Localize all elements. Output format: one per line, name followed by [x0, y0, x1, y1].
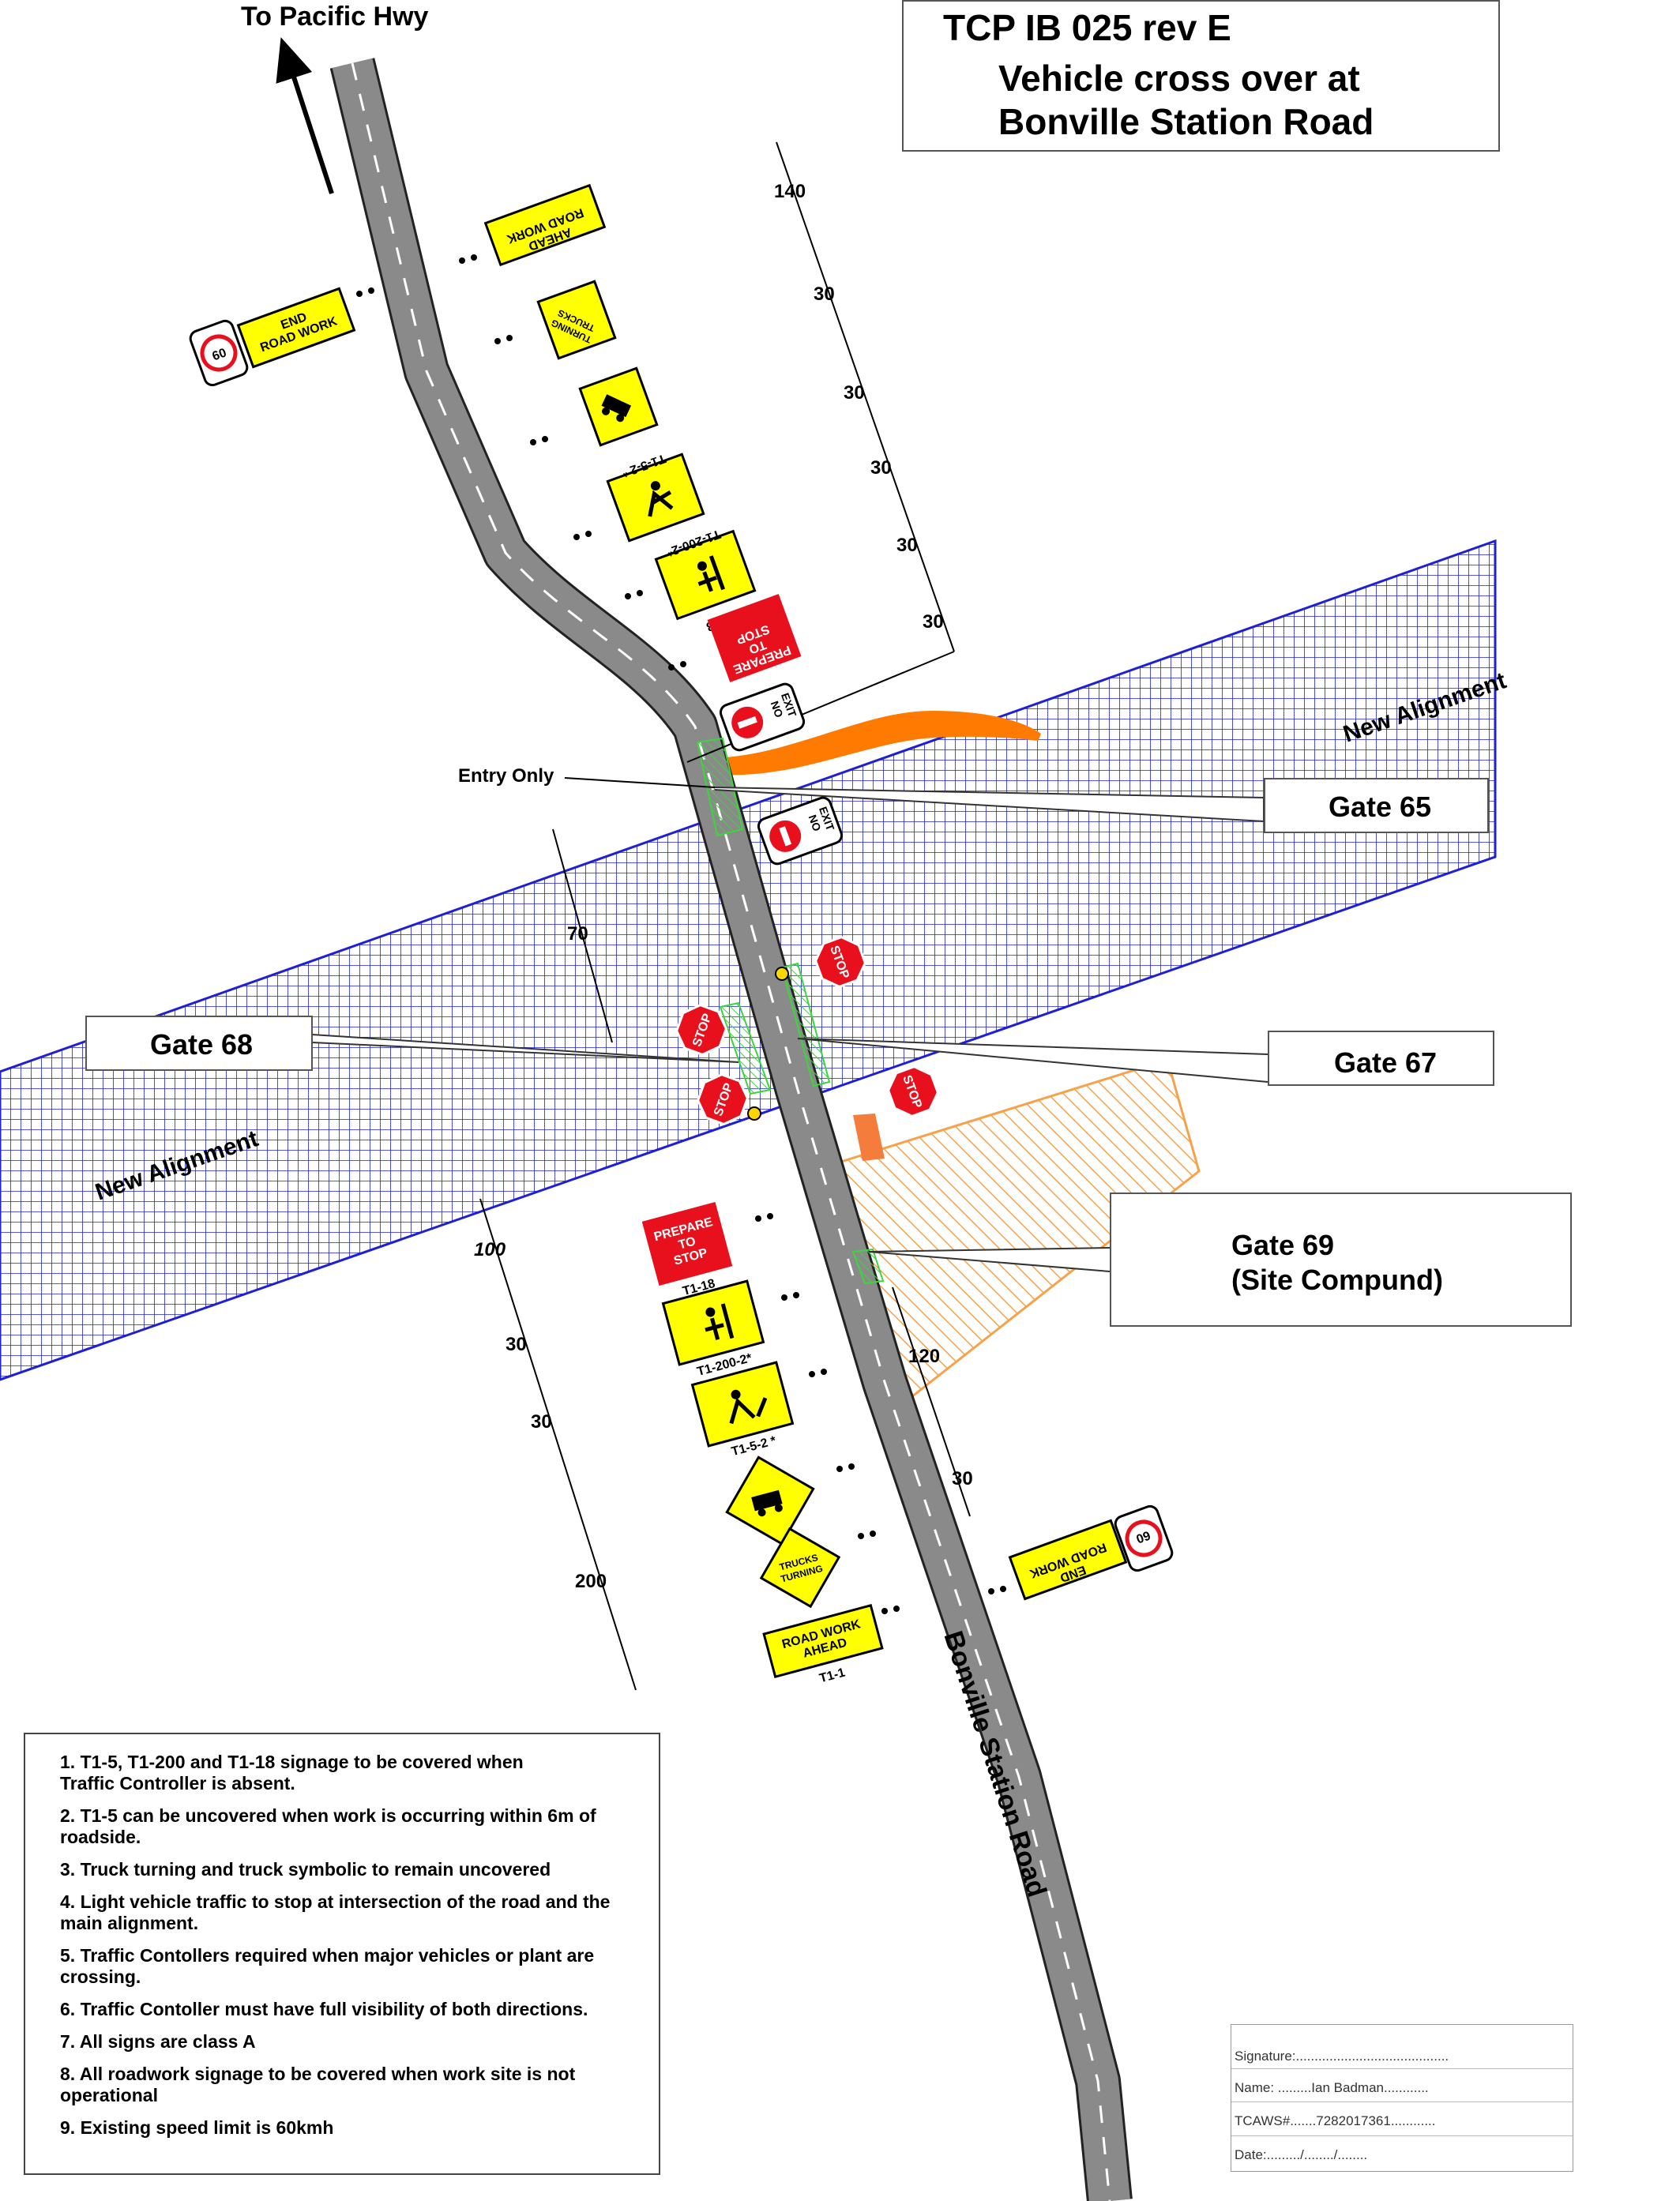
plan-code: TCP IB 025 rev E [943, 7, 1231, 48]
svg-text:60: 60 [211, 346, 229, 363]
pacific-hwy-arrow [276, 37, 334, 194]
note-3: 3. Truck turning and truck symbolic to r… [60, 1859, 551, 1880]
gate68-leader [311, 1034, 739, 1063]
sign-speed-60-north: 60 [189, 319, 249, 387]
sign-traffic-controller-south: T1-200-2* [661, 1279, 765, 1379]
dist-30-h: 30 [952, 1468, 973, 1489]
traffic-controller-north [775, 967, 789, 981]
compound-access-strip [853, 1114, 885, 1161]
note-9: 9. Existing speed limit is 60kmh [60, 2117, 334, 2138]
sign-road-work-ahead-south: ROAD WORK AHEAD T1-1 [762, 1603, 884, 1685]
entry-only-label: Entry Only [458, 765, 554, 787]
dist-70: 70 [567, 923, 588, 945]
distance-markers-north: 140 30 30 30 30 30 70 [552, 141, 955, 1043]
dist-200: 200 [575, 1571, 607, 1592]
sign-end-road-work-south: END ROAD WORK [1008, 1519, 1128, 1601]
dist-30-d: 30 [896, 535, 918, 556]
gate65-access-track [703, 710, 1041, 776]
sign-trucks-turning-south: TRUCKS TURNING [759, 1527, 841, 1609]
gate67-leader [797, 1038, 1268, 1083]
note-8: 8. All roadwork signage to be covered wh… [60, 2064, 576, 2105]
stop-sign-gate68-north: STOP [675, 1004, 727, 1056]
sign-truck-symbolic-north [578, 366, 659, 447]
pacific-hwy-label: To Pacific Hwy [241, 2, 429, 32]
gate65-label: Gate 65 [1329, 791, 1432, 823]
title-box: TCP IB 025 rev E Vehicle cross over at B… [902, 0, 1500, 152]
entry-only-leader [564, 777, 716, 788]
gate67-box: Gate 67 [1268, 1031, 1494, 1086]
sign-trucks-turning-north: TRUCKS TURNING [536, 280, 617, 360]
gate69-hatch [851, 1248, 885, 1285]
gate69-leader [868, 1247, 1111, 1272]
gate68-hatch [719, 1001, 772, 1095]
plan-title-line2: Bonville Station Road [998, 101, 1374, 142]
gate65-box: Gate 65 [1264, 778, 1489, 833]
dist-30-b: 30 [844, 382, 865, 404]
sign-truck-symbolic-south [725, 1455, 815, 1546]
dist-30-e: 30 [923, 611, 944, 633]
note-5: 5. Traffic Contollers required when majo… [60, 1945, 595, 1987]
sign-speed-60-south: 60 [1114, 1504, 1174, 1572]
dist-100: 100 [474, 1239, 506, 1260]
gate69-label: Gate 69 [1231, 1229, 1335, 1261]
svg-text:T1-1: T1-1 [818, 1666, 847, 1685]
sign-traffic-controller-north: T1-200-2* T1-18 [654, 527, 757, 633]
sign-no-exit-gate65: NO EXIT [757, 796, 844, 866]
svg-text:TO: TO [747, 637, 768, 655]
sign-no-exit-north: NO EXIT [719, 682, 806, 752]
dist-120: 120 [908, 1346, 940, 1367]
note-1: 1. T1-5, T1-200 and T1-18 signage to be … [60, 1752, 524, 1793]
dist-140: 140 [774, 181, 806, 202]
svg-text:60: 60 [1134, 1528, 1152, 1546]
stop-sign-gate68-south: STOP [697, 1073, 749, 1125]
stop-sign-gate67-south: STOP [887, 1065, 939, 1117]
gate68-box: Gate 68 [85, 1016, 313, 1071]
plan-title: Vehicle cross over at Bonville Station R… [998, 57, 1374, 144]
signature-field: Signature:..............................… [1235, 2049, 1449, 2064]
dist-30-c: 30 [870, 457, 892, 479]
sign-workman-south: T1-5-2 * [690, 1361, 795, 1459]
notes-box: 1. T1-5, T1-200 and T1-18 signage to be … [24, 1733, 660, 2175]
tcaws-field: TCAWS#.......7282017361............ [1235, 2113, 1436, 2128]
traffic-controller-south [747, 1106, 761, 1121]
road-centerline [351, 62, 1111, 2201]
name-field: Name: .........Ian Badman............ [1235, 2080, 1429, 2095]
dist-30-g: 30 [531, 1411, 552, 1433]
gate67-hatch [780, 962, 831, 1087]
sign-end-road-work-north: END ROAD WORK [236, 287, 356, 369]
sign-workman-north: T1-5-2 * [606, 451, 705, 543]
note-7: 7. All signs are class A [60, 2031, 256, 2052]
note-2: 2. T1-5 can be uncovered when work is oc… [60, 1805, 596, 1847]
sign-post-markers [356, 254, 1006, 1614]
dist-30-f: 30 [506, 1334, 527, 1355]
svg-text:NO: NO [806, 813, 824, 832]
svg-text:NO: NO [769, 699, 786, 719]
svg-text:TO: TO [677, 1234, 697, 1252]
dist-30-a: 30 [814, 284, 835, 305]
sign-road-work-ahead-north: ROAD WORK AHEAD [483, 183, 607, 267]
stop-sign-gate67-north: STOP [814, 936, 866, 988]
plan-title-line1: Vehicle cross over at [998, 58, 1360, 99]
date-field: Date:........./......../........ [1235, 2147, 1368, 2162]
distance-markers-south: 100 30 30 200 120 30 [474, 1198, 973, 1691]
sign-prepare-to-stop-north: STOP TO PREPARE [707, 594, 802, 682]
note-4: 4. Light vehicle traffic to stop at inte… [60, 1891, 611, 1933]
gate68-label: Gate 68 [150, 1028, 254, 1061]
gate69-sublabel: (Site Compund) [1231, 1264, 1443, 1296]
gate69-box: Gate 69 (Site Compund) [1110, 1193, 1572, 1327]
signature-block: Signature:..............................… [1231, 2024, 1573, 2172]
gate67-label: Gate 67 [1334, 1046, 1438, 1079]
note-6: 6. Traffic Contoller must have full visi… [60, 1999, 588, 2019]
